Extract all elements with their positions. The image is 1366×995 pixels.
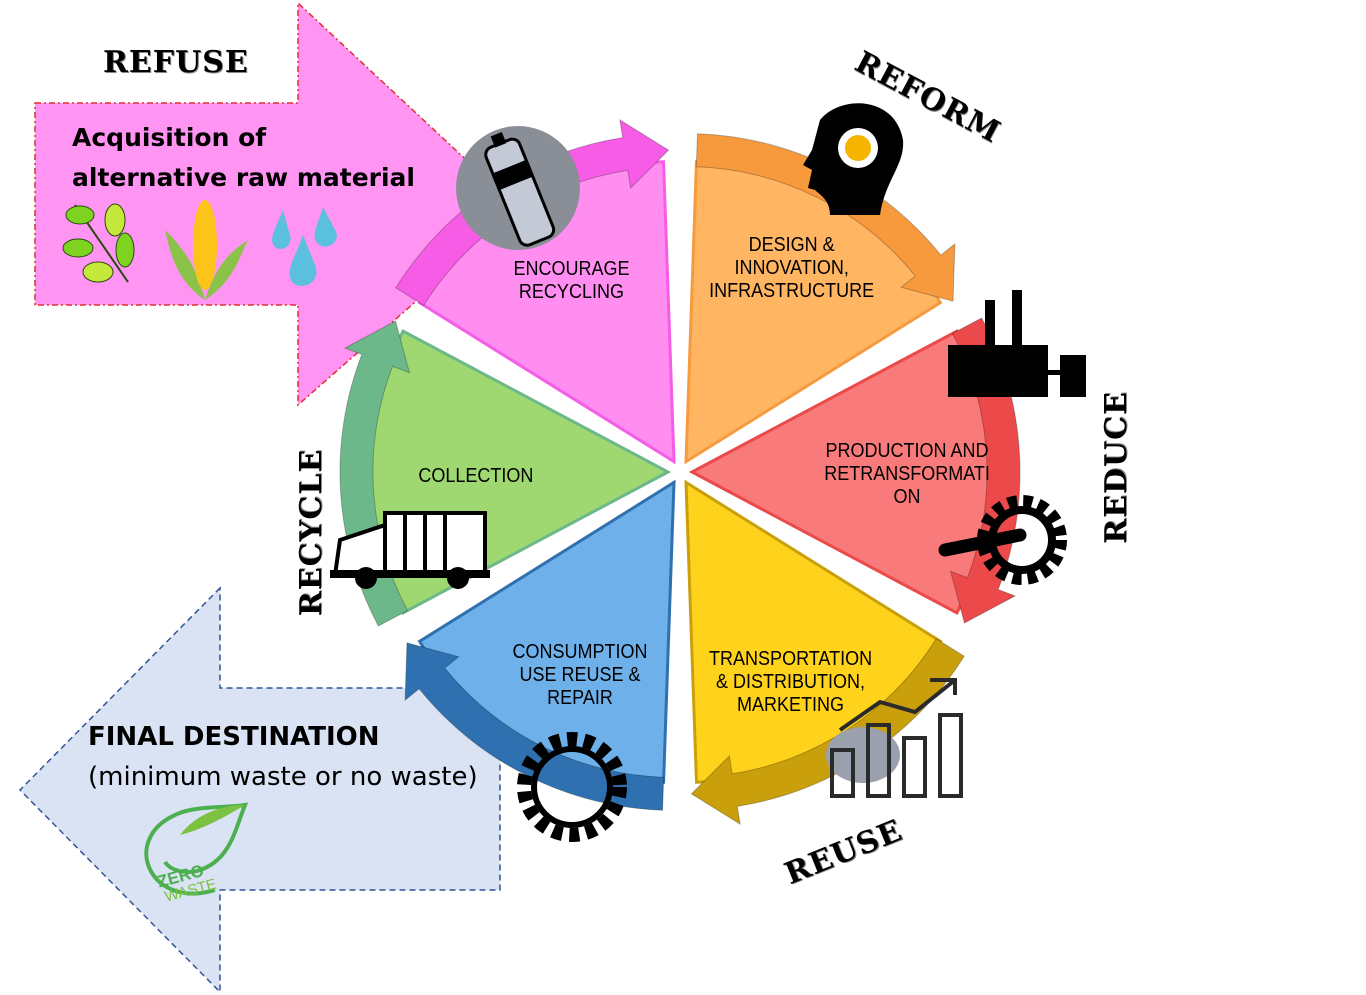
final-destination-arrow — [18, 586, 501, 994]
segment-line: & DISTRIBUTION, — [716, 671, 866, 693]
reduce-label: REDUCE — [1098, 391, 1134, 544]
segment-line: COLLECTION — [418, 465, 534, 487]
gear-cycle-icon — [517, 732, 627, 842]
final-destination-subtitle: (minimum waste or no waste) — [88, 762, 478, 792]
segment-design-arrow — [695, 133, 956, 302]
segment-line: DESIGN & — [748, 234, 835, 256]
segment-line: ENCOURAGE — [513, 258, 630, 280]
segment-consumption-arrow — [404, 642, 665, 811]
segment-line: REPAIR — [547, 687, 613, 709]
final-destination-title: FINAL DESTINATION — [88, 722, 380, 752]
refuse-arrow — [34, 1, 522, 407]
bar-chart-icon — [826, 678, 963, 798]
segment-transport: TRANSPORTATION& DISTRIBUTION,MARKETING — [709, 648, 872, 717]
segment-line: MARKETING — [737, 694, 845, 716]
segment-line: INFRASTRUCTURE — [709, 280, 875, 302]
wrench-gear-icon — [938, 495, 1067, 585]
water-drops-icon — [272, 207, 337, 286]
refuse-text-line2: alternative raw material — [72, 163, 415, 192]
segment-line: USE REUSE & — [519, 664, 641, 686]
segment-line: RETRANSFORMATI — [824, 463, 990, 485]
segment-line: RECYCLING — [518, 281, 624, 303]
bottle-icon — [456, 126, 580, 250]
segment-line: CONSUMPTION — [512, 641, 648, 663]
leaf-branch-icon — [62, 203, 135, 283]
segment-line: TRANSPORTATION — [709, 648, 873, 670]
factory-icon — [948, 290, 1086, 397]
recycle-label: RECYCLE — [294, 448, 330, 617]
refuse-label: REFUSE — [103, 45, 249, 80]
corn-icon — [165, 200, 248, 300]
segment-line: PRODUCTION AND — [825, 440, 989, 462]
garbage-truck-icon — [330, 511, 490, 589]
lightbulb-head-icon — [803, 103, 904, 215]
refuse-text-line1: Acquisition of — [72, 123, 267, 152]
segment-transport-arrow — [690, 638, 965, 826]
segment-line: ON — [893, 486, 921, 508]
segment-line: INNOVATION, — [734, 257, 849, 279]
segment-design: DESIGN &INNOVATION,INFRASTRUCTURE — [709, 234, 874, 303]
segment-collection: COLLECTION — [418, 465, 533, 488]
